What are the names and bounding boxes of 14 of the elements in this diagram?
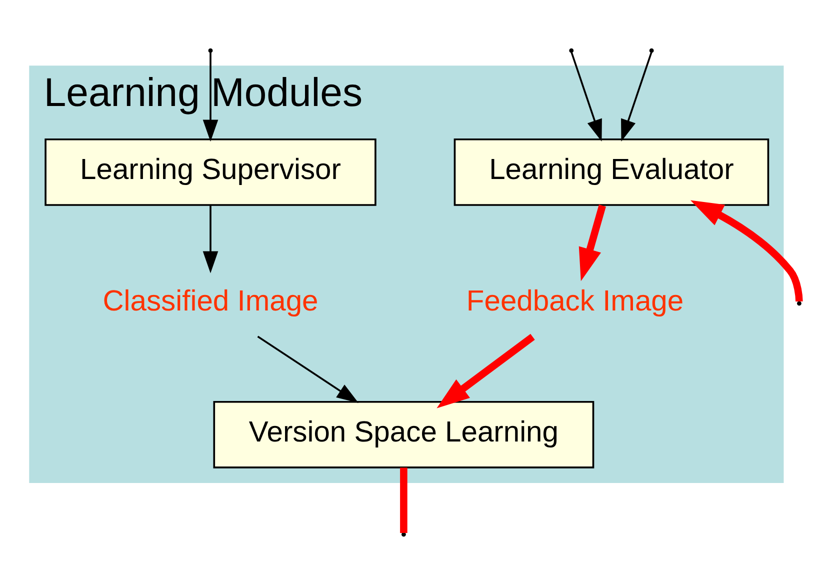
node-text: Classified Image <box>102 284 318 317</box>
arrow <box>621 51 652 141</box>
arrow <box>202 205 218 273</box>
arrow <box>257 335 359 403</box>
arrow <box>570 51 602 141</box>
arrow <box>578 204 606 281</box>
arrow <box>436 333 535 408</box>
connector <box>400 467 408 532</box>
node-box: Learning Evaluator <box>454 138 770 206</box>
arrow <box>202 52 218 142</box>
node-box: Learning Supervisor <box>44 138 376 206</box>
node-box: Version Space Learning <box>213 400 594 468</box>
node-text: Feedback Image <box>466 284 684 317</box>
arrow <box>690 200 803 302</box>
